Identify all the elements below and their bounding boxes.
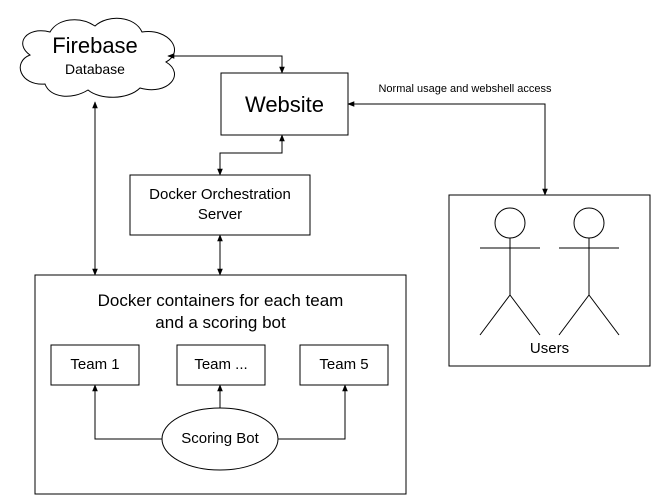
user-figure-1-icon — [479, 207, 541, 336]
edge-bot-team1 — [92, 384, 162, 440]
team1-box — [50, 344, 140, 386]
users-label: Users — [529, 340, 570, 357]
firebase-cloud-shape — [19, 17, 175, 98]
edge-website-orchestration — [217, 134, 285, 176]
website-label: Website — [244, 92, 325, 117]
edge-bot-team5 — [278, 384, 348, 440]
orchestration-label-line2: Server — [197, 206, 243, 223]
team5-box — [299, 344, 389, 386]
team5-label: Team 5 — [319, 356, 369, 373]
team-more-label: Team ... — [194, 356, 248, 373]
scoring-bot-label: Scoring Bot — [181, 430, 259, 447]
orchestration-box — [129, 174, 311, 236]
firebase-title: Firebase — [52, 33, 138, 58]
containers-label-line1: Docker containers for each team — [97, 291, 344, 310]
orchestration-label-line1: Docker Orchestration — [149, 186, 291, 203]
team-more-box — [176, 344, 266, 386]
edge-website-users — [347, 101, 548, 196]
containers-label-line2: and a scoring bot — [155, 313, 286, 332]
user-figure-2-icon — [558, 207, 620, 336]
firebase-subtitle: Database — [65, 61, 125, 77]
users-box — [448, 194, 651, 367]
edge-firebase-website — [167, 53, 285, 74]
edge-website-users-label: Normal usage and webshell access — [378, 83, 552, 95]
team1-label: Team 1 — [70, 356, 120, 373]
website-box — [220, 72, 349, 136]
